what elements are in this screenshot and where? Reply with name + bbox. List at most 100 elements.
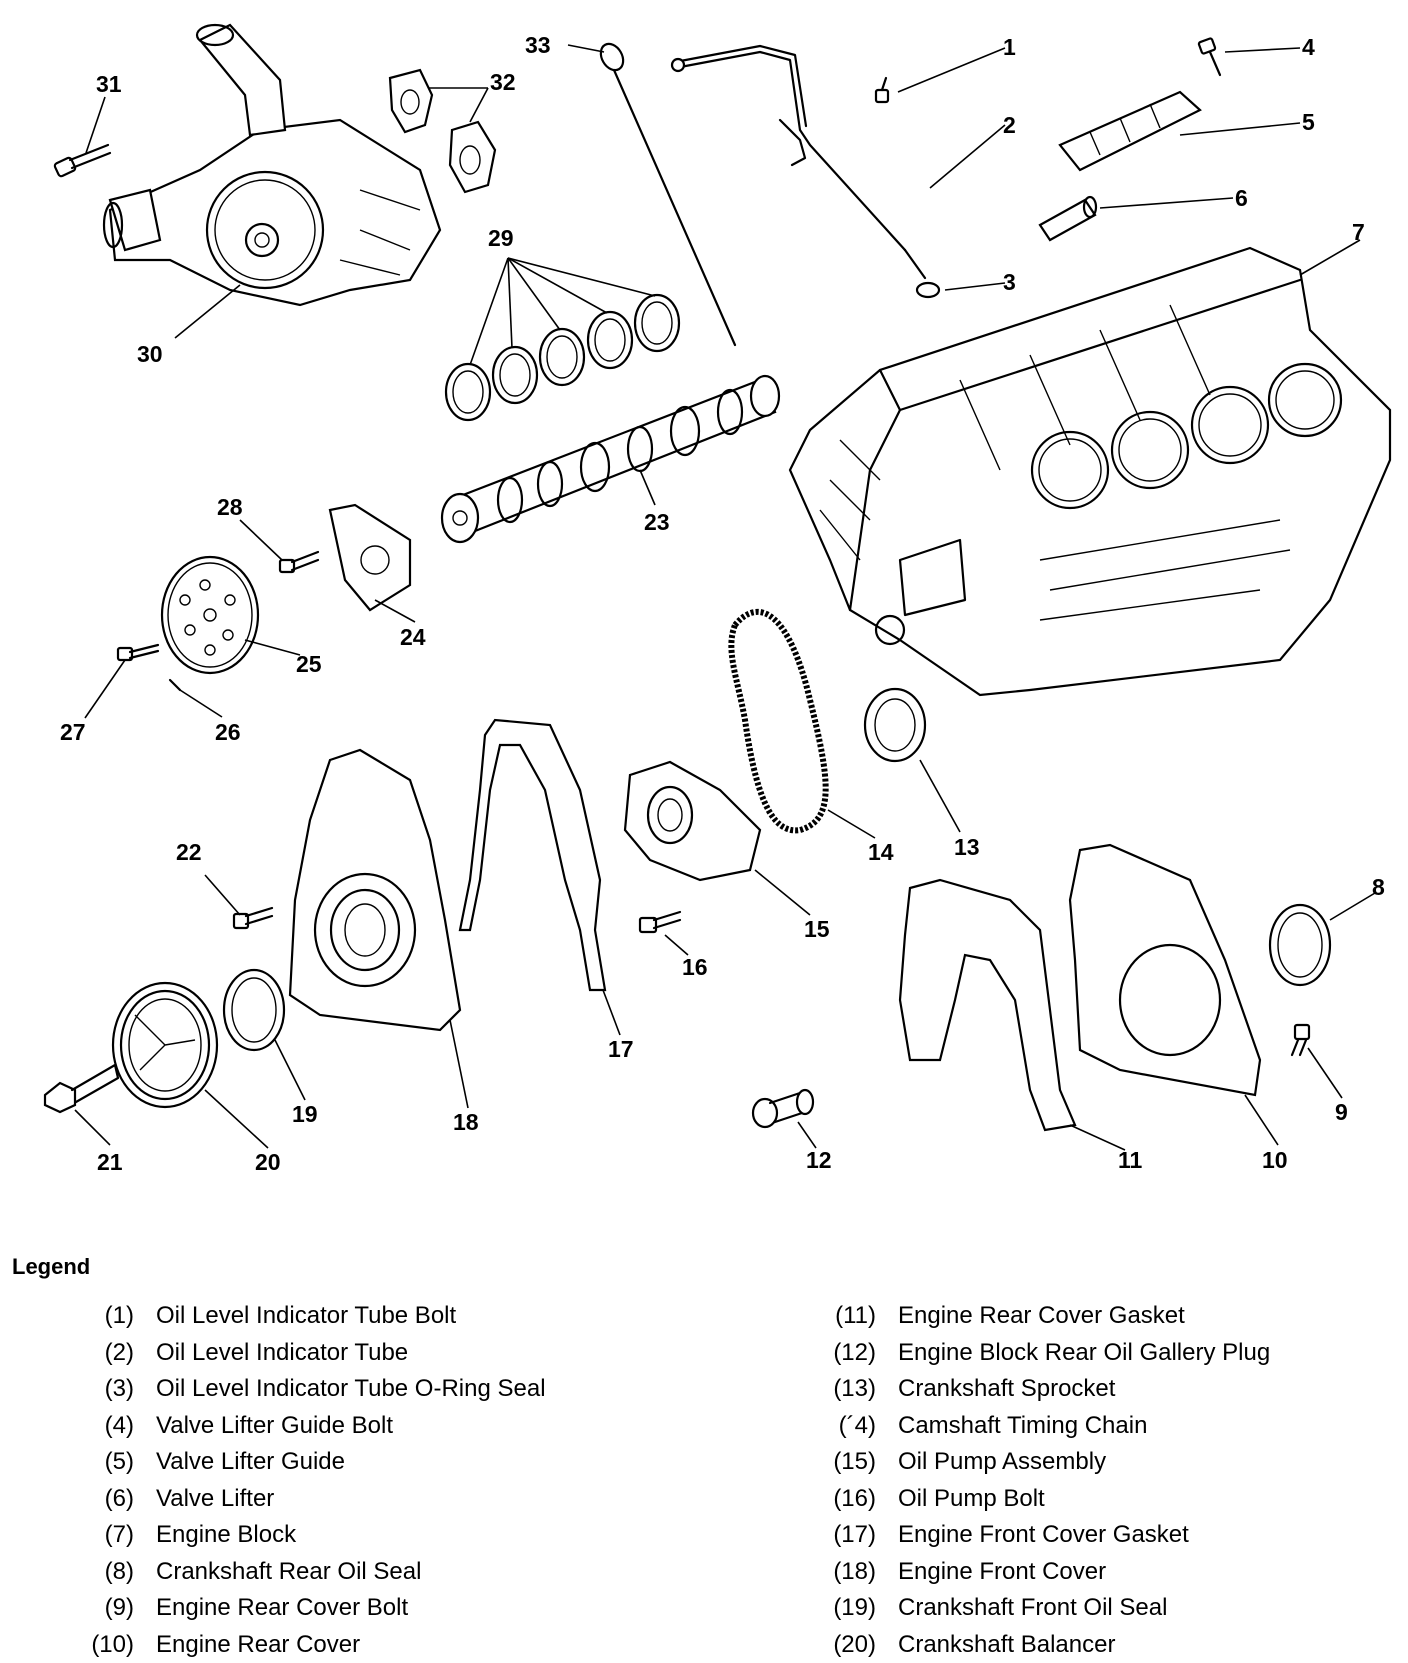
- legend-item: (3)Oil Level Indicator Tube O-Ring Seal: [62, 1371, 546, 1408]
- legend-item-number: (16): [804, 1481, 876, 1518]
- legend-item-label: Camshaft Timing Chain: [876, 1408, 1147, 1445]
- balancer-bolt-part: [45, 1065, 118, 1112]
- callout-15: 15: [804, 916, 830, 942]
- legend-right-column: (11)Engine Rear Cover Gasket (12)Engine …: [804, 1298, 1270, 1663]
- crankshaft-balancer-part: [113, 983, 217, 1107]
- callout-18: 18: [453, 1109, 479, 1135]
- callout-21: 21: [97, 1149, 123, 1175]
- legend-item: (16)Oil Pump Bolt: [804, 1481, 1270, 1518]
- legend-item-number: (15): [804, 1444, 876, 1481]
- callout-3: 3: [1003, 269, 1016, 295]
- legend-item: (18)Engine Front Cover: [804, 1554, 1270, 1591]
- callout-8: 8: [1372, 874, 1385, 900]
- legend-item: (19)Crankshaft Front Oil Seal: [804, 1590, 1270, 1627]
- camshaft-bearings-part: [446, 295, 679, 420]
- legend-item: (7)Engine Block: [62, 1517, 546, 1554]
- legend-item: (10)Engine Rear Cover: [62, 1627, 546, 1663]
- callout-24: 24: [400, 624, 426, 650]
- callout-25: 25: [296, 651, 322, 677]
- legend-item-label: Oil Level Indicator Tube O-Ring Seal: [134, 1371, 546, 1408]
- engine-front-cover-part: [290, 750, 460, 1030]
- legend-item-number: (1): [62, 1298, 134, 1335]
- legend-item-label: Oil Level Indicator Tube: [134, 1335, 408, 1372]
- camshaft-part: [442, 376, 779, 542]
- legend-item-label: Oil Pump Assembly: [876, 1444, 1106, 1481]
- legend-item: (11)Engine Rear Cover Gasket: [804, 1298, 1270, 1335]
- legend-item-label: Engine Rear Cover: [134, 1627, 360, 1663]
- callout-23: 23: [644, 509, 670, 535]
- camshaft-sprocket-part: [162, 557, 258, 673]
- legend-item: (8)Crankshaft Rear Oil Seal: [62, 1554, 546, 1591]
- lifter-guide-part: [1060, 92, 1200, 170]
- rear-cover-bolt-part: [1292, 1025, 1309, 1055]
- callout-27: 27: [60, 719, 86, 745]
- callout-29: 29: [488, 225, 514, 251]
- valve-lifter-part: [1040, 197, 1096, 240]
- legend-item-number: (7): [62, 1517, 134, 1554]
- callout-32: 32: [490, 69, 516, 95]
- legend-item: (2)Oil Level Indicator Tube: [62, 1335, 546, 1372]
- tube-bolt-part: [876, 78, 888, 102]
- front-cover-gasket-part: [460, 720, 605, 990]
- timing-chain-part: [731, 612, 825, 830]
- legend-item-label: Crankshaft Front Oil Seal: [876, 1590, 1167, 1627]
- legend-item: (5)Valve Lifter Guide: [62, 1444, 546, 1481]
- legend-item: (´4)Camshaft Timing Chain: [804, 1408, 1270, 1445]
- legend-item: (13)Crankshaft Sprocket: [804, 1371, 1270, 1408]
- callout-28: 28: [217, 494, 243, 520]
- legend-item-number: (2): [62, 1335, 134, 1372]
- legend-item: (20)Crankshaft Balancer: [804, 1627, 1270, 1663]
- legend-item-label: Valve Lifter: [134, 1481, 274, 1518]
- sprocket-bolt-part: [118, 645, 158, 660]
- oil-pump-part: [625, 762, 760, 880]
- legend-item: (15)Oil Pump Assembly: [804, 1444, 1270, 1481]
- engine-block-part: [790, 248, 1390, 695]
- legend-item-label: Crankshaft Balancer: [876, 1627, 1115, 1663]
- legend-item-number: (20): [804, 1627, 876, 1663]
- legend-item-label: Engine Block Rear Oil Gallery Plug: [876, 1335, 1270, 1372]
- legend-item-label: Engine Front Cover: [876, 1554, 1106, 1591]
- callout-22: 22: [176, 839, 202, 865]
- legend-item-label: Valve Lifter Guide Bolt: [134, 1408, 393, 1445]
- oil-pump-bolt-part: [640, 912, 680, 932]
- legend-item-number: (8): [62, 1554, 134, 1591]
- legend-item-label: Crankshaft Rear Oil Seal: [134, 1554, 421, 1591]
- crankshaft-rear-seal-part: [1270, 905, 1330, 985]
- legend-item-label: Engine Block: [134, 1517, 296, 1554]
- legend-item-label: Engine Rear Cover Gasket: [876, 1298, 1185, 1335]
- sprocket-pin-part: [170, 680, 180, 690]
- rear-cover-gasket-part: [900, 880, 1075, 1130]
- legend-item-number: (6): [62, 1481, 134, 1518]
- callout-10: 10: [1262, 1147, 1288, 1173]
- oil-gallery-plug-part: [753, 1090, 813, 1127]
- callout-33: 33: [525, 32, 551, 58]
- legend-item-number: (17): [804, 1517, 876, 1554]
- legend-item-number: (12): [804, 1335, 876, 1372]
- legend-item-label: Oil Level Indicator Tube Bolt: [134, 1298, 456, 1335]
- legend-item-label: Oil Pump Bolt: [876, 1481, 1045, 1518]
- callout-30: 30: [137, 341, 163, 367]
- callout-17: 17: [608, 1036, 634, 1062]
- exploded-engine-diagram: 1 2 3 4 5 6 7 8 9 10 11 12 13 14 15 16 1…: [0, 0, 1408, 1200]
- crankshaft-front-seal-part: [224, 970, 284, 1050]
- legend-item-number: (18): [804, 1554, 876, 1591]
- legend-title: Legend: [12, 1254, 90, 1280]
- callout-26: 26: [215, 719, 241, 745]
- callout-31: 31: [96, 71, 122, 97]
- callout-20: 20: [255, 1149, 281, 1175]
- callout-11: 11: [1118, 1147, 1143, 1173]
- legend-item: (17)Engine Front Cover Gasket: [804, 1517, 1270, 1554]
- legend-item-number: (10): [62, 1627, 134, 1663]
- crankshaft-sprocket-part: [865, 689, 925, 761]
- legend-item-number: (19): [804, 1590, 876, 1627]
- callout-1: 1: [1003, 34, 1016, 60]
- legend-left-column: (1)Oil Level Indicator Tube Bolt (2)Oil …: [62, 1298, 546, 1663]
- callout-4: 4: [1302, 34, 1315, 60]
- legend-item: (12)Engine Block Rear Oil Gallery Plug: [804, 1335, 1270, 1372]
- retainer-bolt-part: [280, 552, 318, 572]
- water-pump-bolt-part: [54, 145, 110, 177]
- legend-item: (4)Valve Lifter Guide Bolt: [62, 1408, 546, 1445]
- legend-item-number: (9): [62, 1590, 134, 1627]
- legend-item-label: Engine Front Cover Gasket: [876, 1517, 1189, 1554]
- legend-item-label: Crankshaft Sprocket: [876, 1371, 1115, 1408]
